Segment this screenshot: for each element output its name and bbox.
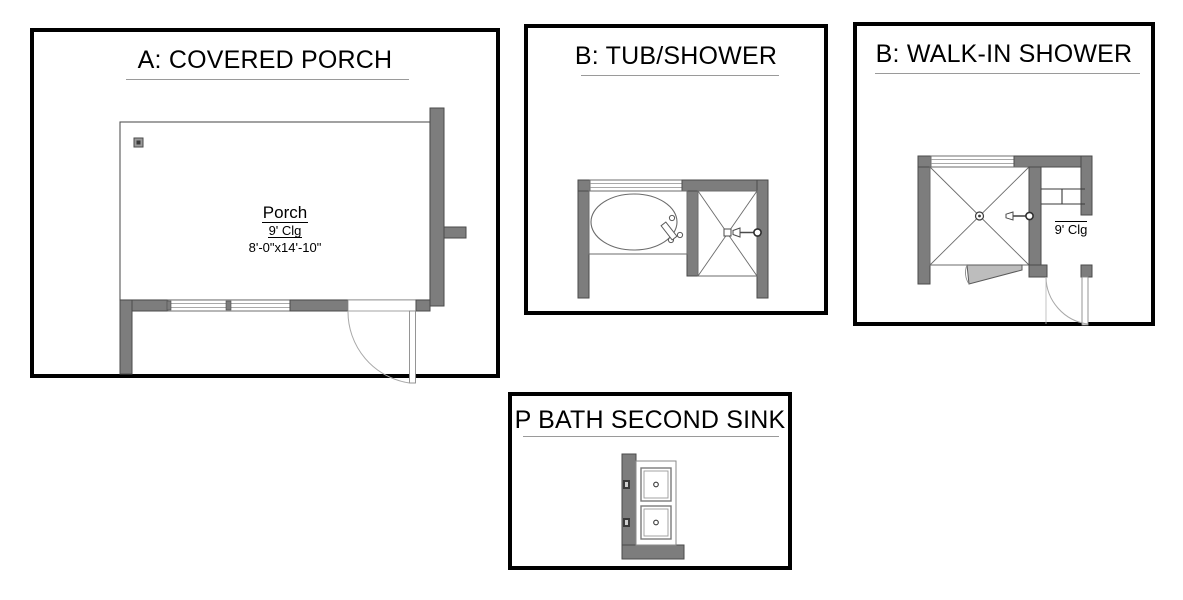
room-ceiling-walk-in-shower-area: 9' Clg [1041,221,1101,237]
porch-plan-svg [119,107,467,384]
panel-title-underline-tub-shower [581,75,779,76]
walk-in-shower-plan-svg [917,155,1093,326]
option-panel-p-bath-second-sink[interactable]: P BATH SECOND SINK [508,392,792,570]
room-ceiling-porch: 9' Clg [267,222,303,239]
plan-drawing-p-bath-second-sink [512,396,788,566]
plan-drawing-tub-shower [528,28,824,311]
panel-title-underline-walk-in-shower [875,73,1140,74]
panel-title-covered-porch: A: COVERED PORCH [137,46,393,74]
second-sink-plan-svg [621,453,685,560]
ceiling-note-walk-in-shower: 9' Clg [1054,221,1088,237]
panel-title-underline-covered-porch [126,79,409,80]
tub-shower-plan-svg [577,179,769,299]
option-panel-walk-in-shower[interactable]: B: WALK-IN SHOWER [853,22,1155,326]
room-name-porch: Porch [261,203,309,223]
plan-drawing-covered-porch [34,32,496,384]
panel-title-walk-in-shower: B: WALK-IN SHOWER [875,40,1133,68]
panel-title-underline-p-bath-second-sink [523,436,779,437]
panel-title-tub-shower: B: TUB/SHOWER [574,42,778,70]
option-panel-covered-porch[interactable]: A: COVERED PORCH [30,28,500,384]
panel-title-p-bath-second-sink: P BATH SECOND SINK [514,406,786,434]
room-dimensions-porch: 8'-0"x14'-10" [248,239,322,255]
room-label-porch: Porch 9' Clg 8'-0"x14'-10" [220,204,350,254]
option-panel-tub-shower[interactable]: B: TUB/SHOWER [524,24,828,315]
plan-drawing-walk-in-shower [857,26,1151,326]
